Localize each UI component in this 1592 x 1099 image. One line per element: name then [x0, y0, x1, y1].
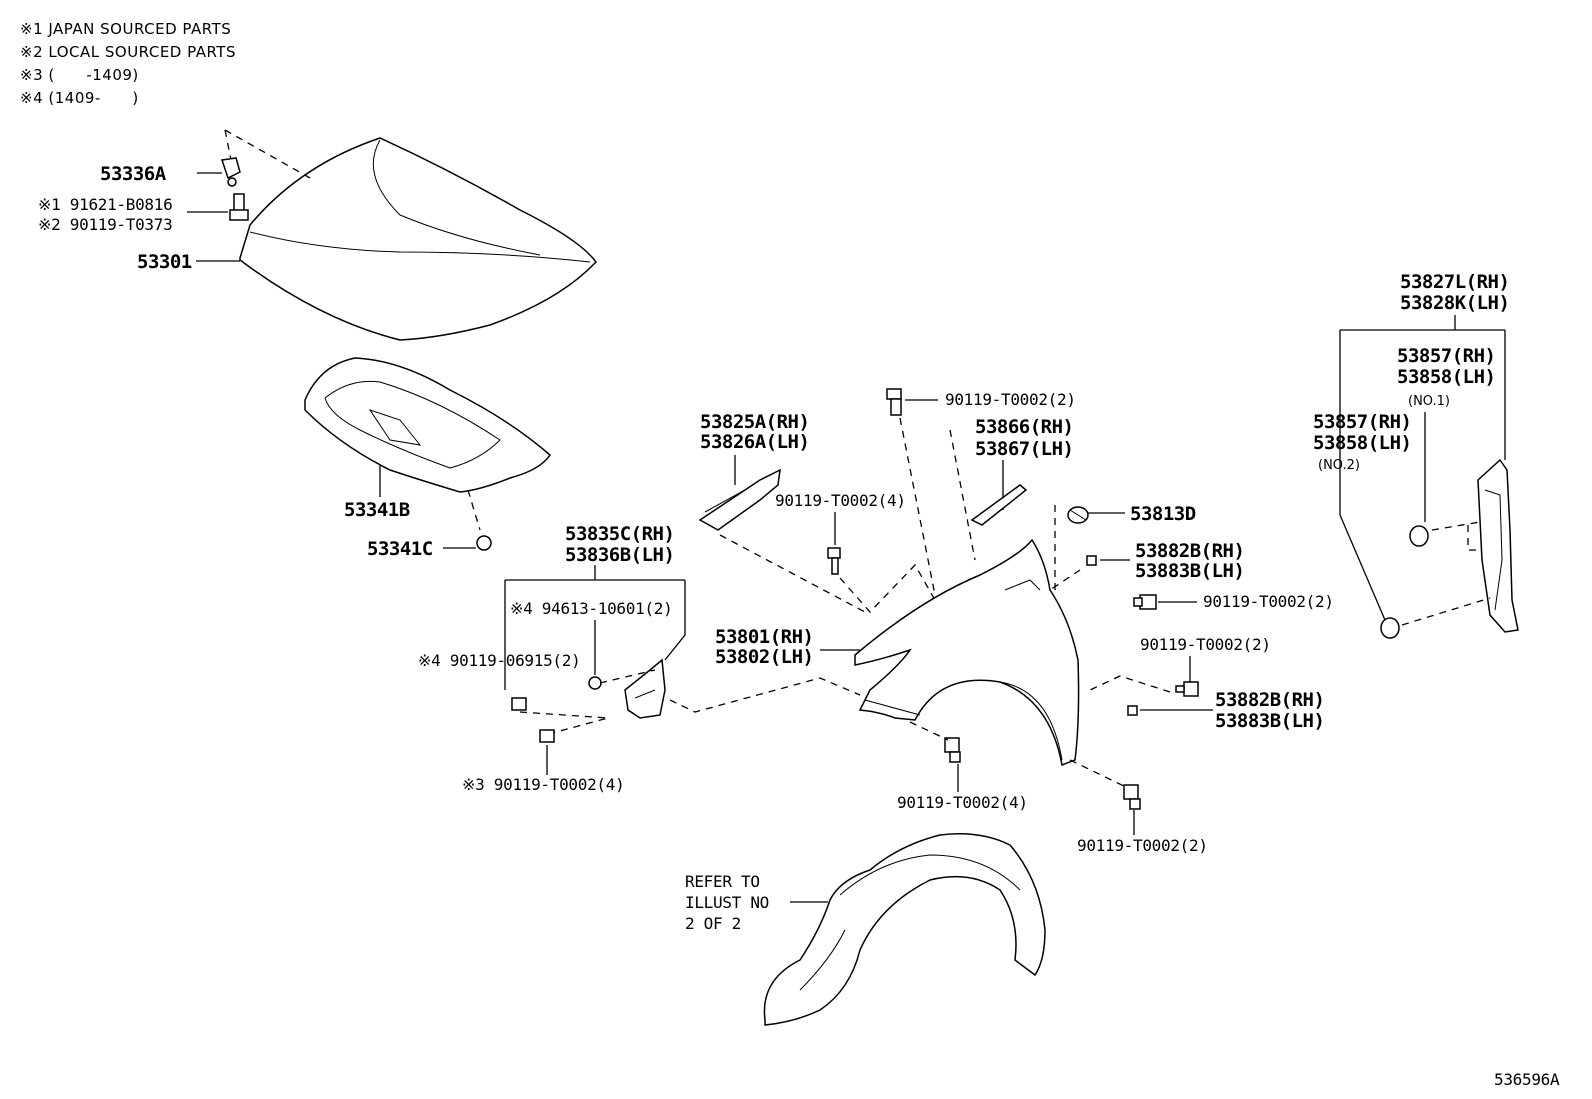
label-53341B: 53341B	[344, 499, 410, 521]
label-53866: 53866(RH)	[975, 416, 1073, 438]
bolt-90119-06915-icon	[511, 697, 527, 711]
bolt-90119-mid-icon	[1175, 681, 1199, 697]
label-94613-10601: ※4 94613-10601(2)	[510, 599, 672, 618]
note-range-before: ※3 ( -1409)	[20, 66, 139, 84]
washer-94613-icon	[588, 676, 602, 690]
label-53857-no2: 53857(RH)	[1313, 411, 1411, 433]
label-90119-T0002-4-top: 90119-T0002(4)	[775, 491, 906, 510]
bolt-90119-top-icon	[886, 388, 902, 416]
note-range-after: ※4 (1409- )	[20, 89, 139, 107]
clip-53813D-icon	[1067, 506, 1089, 524]
bolt-91621-icon	[229, 193, 249, 221]
seal-53827L-part	[1477, 458, 1519, 633]
label-90119-T0002-2-mid: 90119-T0002(2)	[1140, 635, 1271, 654]
label-53883B-lower: 53883B(LH)	[1215, 710, 1324, 732]
bolt-90119-bottom-right-icon	[1123, 784, 1141, 810]
fender-53801-part	[854, 538, 1080, 767]
label-90119-T0002-2-bottom: 90119-T0002(2)	[1077, 836, 1208, 855]
note-local-sourced: ※2 LOCAL SOURCED PARTS	[20, 43, 236, 61]
label-53802: 53802(LH)	[715, 646, 813, 668]
label-53836B: 53836B(LH)	[565, 544, 674, 566]
label-53858-no2: 53858(LH)	[1313, 432, 1411, 454]
label-53826A: 53826A(LH)	[700, 431, 809, 453]
label-53858-no1: 53858(LH)	[1397, 366, 1495, 388]
label-90119-T0002-4-left: ※3 90119-T0002(4)	[462, 775, 624, 794]
hood-part	[239, 137, 597, 341]
bolt-90119-right-icon	[1133, 594, 1157, 610]
label-90119-T0002-4-bottom: 90119-T0002(4)	[897, 793, 1028, 812]
hood-insulator-part	[304, 357, 551, 493]
label-90119-T0002-2-right: 90119-T0002(2)	[1203, 592, 1334, 611]
label-53857-no1: 53857(RH)	[1397, 345, 1495, 367]
label-53801: 53801(RH)	[715, 626, 813, 648]
diagram-code: 536596A	[1494, 1070, 1560, 1089]
legend-notes: ※1 JAPAN SOURCED PARTS ※2 LOCAL SOURCED …	[20, 18, 236, 110]
label-53835C: 53835C(RH)	[565, 523, 674, 545]
label-53813D: 53813D	[1130, 503, 1196, 525]
clip-53857-no1-icon	[1409, 525, 1429, 547]
bracket-53825A-part	[698, 468, 781, 531]
label-illust-no: ILLUST NO	[685, 893, 769, 912]
label-53301: 53301	[137, 251, 192, 273]
label-53882B-upper: 53882B(RH)	[1135, 540, 1244, 562]
clip-53857-no2-icon	[1380, 617, 1400, 639]
label-53341C: 53341C	[367, 538, 433, 560]
label-90119-T0373: ※2 90119-T0373	[38, 215, 172, 234]
label-refer-to: REFER TO	[685, 872, 760, 891]
label-53336A: 53336A	[100, 163, 167, 185]
label-90119-06915: ※4 90119-06915(2)	[418, 651, 580, 670]
label-91621-B0816: ※1 91621-B0816	[38, 195, 172, 214]
label-53867: 53867(LH)	[975, 438, 1073, 460]
bolt-90119-upper-icon	[827, 547, 841, 575]
label-no2: (NO.2)	[1318, 458, 1360, 473]
clip-53336A-icon	[221, 157, 241, 187]
label-53883B-upper: 53883B(LH)	[1135, 560, 1244, 582]
label-53882B-lower: 53882B(RH)	[1215, 689, 1324, 711]
clip-53341C-icon	[476, 535, 492, 551]
bolt-90119-bottom-center-icon	[944, 737, 961, 763]
label-90119-T0002-2-top: 90119-T0002(2)	[945, 390, 1076, 409]
bolt-90119-lower-left-icon	[539, 729, 555, 743]
fender-liner-part	[763, 833, 1046, 1026]
clip-53882B-lower-icon	[1127, 705, 1138, 716]
label-53825A: 53825A(RH)	[700, 411, 809, 433]
clip-53882B-upper-icon	[1086, 555, 1097, 566]
note-japan-sourced: ※1 JAPAN SOURCED PARTS	[20, 20, 232, 38]
label-53827L: 53827L(RH)	[1400, 271, 1509, 293]
label-no1: (NO.1)	[1408, 394, 1450, 409]
bracket-53835C-part	[624, 658, 666, 719]
label-53828K: 53828K(LH)	[1400, 292, 1509, 314]
label-2-of-2: 2 OF 2	[685, 914, 741, 933]
seal-53866-part	[970, 484, 1028, 526]
